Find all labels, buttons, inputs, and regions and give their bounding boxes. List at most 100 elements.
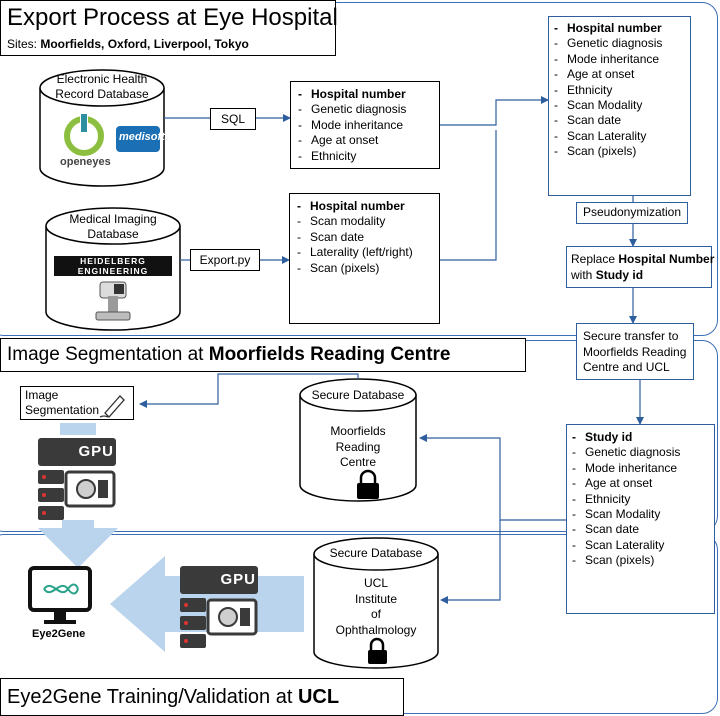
training-title: Eye2Gene Training/Validation at UCL (7, 686, 339, 709)
openeyes-logo-text: openeyes (60, 156, 111, 168)
imaging-db-label-line2: Database (87, 227, 139, 241)
imaging-field: Scan modality (294, 214, 439, 230)
imaging-field: Laterality (left/right) (294, 245, 439, 261)
study-field: Scan Laterality (569, 538, 714, 554)
study-field: Age at onset (569, 476, 714, 492)
merged-field: Mode inheritance (551, 52, 690, 68)
heidelberg-logo-text: HEIDELBERG ENGINEERING (54, 256, 172, 276)
transfer-line2: Moorfields Reading (583, 344, 687, 359)
ehr-fields-box: Hospital number Genetic diagnosis Mode i… (290, 81, 440, 169)
study-field: Scan (pixels) (569, 553, 714, 569)
segmentation-title-bold: Moorfields Reading Centre (208, 344, 451, 365)
image-segmentation-line1: Image (25, 388, 59, 402)
study-fields-box: Study id Genetic diagnosis Mode inherita… (566, 424, 715, 614)
image-segmentation-line2: Segmentation (25, 403, 100, 417)
replace-bold2: Study id (595, 268, 644, 282)
gpu-label-segmentation: GPU (78, 443, 114, 460)
replace-bold1: Hospital Number (618, 252, 715, 266)
sites-value: Moorfields, Oxford, Liverpool, Tokyo (40, 37, 249, 51)
export-title: Export Process at Eye Hospital (7, 4, 338, 31)
sites-label: Sites: (7, 37, 41, 51)
ehr-field: Hospital number (295, 87, 439, 103)
transfer-line3: Centre and UCL (583, 360, 670, 374)
gpu-server-training-icon (180, 566, 258, 648)
imaging-field: Hospital number (294, 199, 439, 215)
gpu-label-training: GPU (220, 571, 256, 588)
export-section-frame (0, 2, 718, 336)
sites-line: Sites: Moorfields, Oxford, Liverpool, To… (7, 37, 249, 51)
merged-field: Scan Modality (551, 98, 690, 114)
openeyes-logo-icon (64, 112, 104, 156)
training-title-box: Eye2Gene Training/Validation at UCL (0, 678, 404, 716)
export-py-label: Export.py (190, 249, 260, 271)
merged-field: Scan (pixels) (551, 144, 690, 160)
heidelberg-logo-line2: ENGINEERING (77, 266, 149, 276)
ehr-field: Genetic diagnosis (295, 102, 439, 118)
mrc-db-line3: Centre (339, 455, 377, 469)
training-title-bold: UCL (297, 686, 340, 708)
merged-field: Age at onset (551, 67, 690, 83)
merged-fields-list: Hospital number Genetic diagnosis Mode i… (551, 21, 690, 160)
merged-field: Genetic diagnosis (551, 36, 690, 52)
lock-icon-ucl (368, 637, 387, 664)
replace-mid: with (571, 268, 596, 282)
imaging-database-cylinder (45, 207, 181, 331)
study-fields-list: Study id Genetic diagnosis Mode inherita… (569, 430, 714, 569)
study-field: Genetic diagnosis (569, 445, 714, 461)
pseudonymization-label: Pseudonymization (576, 202, 688, 224)
imaging-db-label: Medical Imaging Database (63, 212, 163, 242)
imaging-db-label-line1: Medical Imaging (69, 212, 157, 226)
imaging-field: Scan date (294, 230, 439, 246)
gpu-server-segmentation-icon (38, 438, 116, 520)
sql-label: SQL (210, 108, 256, 130)
mrc-database-cylinder (299, 378, 417, 502)
replace-prefix: Replace (571, 252, 619, 266)
study-field: Mode inheritance (569, 461, 714, 477)
ehr-field: Age at onset (295, 133, 439, 149)
imaging-fields-list: Hospital number Scan modality Scan date … (294, 199, 439, 276)
ehr-db-label: Electronic Health Record Database (52, 72, 152, 102)
medisoft-logo-icon (116, 126, 160, 152)
segmentation-title-box: Image Segmentation at Moorfields Reading… (0, 338, 526, 372)
eye2gene-monitor-icon (28, 566, 92, 624)
lock-icon-mrc (357, 469, 379, 499)
heidelberg-logo-line1: HEIDELBERG (80, 256, 146, 266)
mrc-db-label: Moorfields Reading Centre (300, 424, 416, 471)
ucl-db-line1: UCL (363, 576, 388, 590)
ucl-db-line3: of (370, 607, 381, 621)
ucl-db-line2: Institute (354, 591, 398, 606)
ucl-db-line4: Ophthalmology (335, 622, 417, 637)
merged-field: Scan date (551, 113, 690, 129)
merged-field: Scan Laterality (551, 129, 690, 145)
segmentation-title: Image Segmentation at Moorfields Reading… (7, 344, 451, 366)
ucl-database-cylinder (313, 537, 439, 669)
replace-line1: Replace Hospital Number (571, 251, 714, 267)
imaging-field: Scan (pixels) (294, 261, 439, 277)
ucl-db-header: Secure Database (329, 546, 423, 560)
mrc-db-line2: Reading (335, 439, 381, 454)
merged-field: Hospital number (551, 21, 690, 37)
segmentation-title-prefix: Image Segmentation at (7, 344, 209, 365)
oct-device-icon (95, 281, 131, 321)
imaging-fields-box: Hospital number Scan modality Scan date … (289, 193, 440, 324)
mrc-db-line1: Moorfields (330, 424, 386, 438)
ehr-db-label-line2: Record Database (55, 87, 149, 101)
ehr-field: Mode inheritance (295, 118, 439, 134)
ucl-db-label: UCL Institute of Ophthalmology (314, 576, 438, 638)
ehr-field: Ethnicity (295, 149, 439, 165)
merged-fields-box: Hospital number Genetic diagnosis Mode i… (548, 16, 691, 196)
eye2gene-label: Eye2Gene (32, 628, 86, 640)
pen-icon (99, 395, 125, 418)
export-title-box: Export Process at Eye Hospital Sites: Mo… (0, 0, 338, 56)
medisoft-logo-text: medisoft (119, 131, 165, 143)
merged-field: Ethnicity (551, 83, 690, 99)
transfer-line1: Secure transfer to (583, 329, 679, 343)
study-field: Ethnicity (569, 492, 714, 508)
study-field: Scan date (569, 522, 714, 538)
mrc-db-header: Secure Database (311, 388, 405, 402)
study-field: Scan Modality (569, 507, 714, 523)
image-segmentation-box: Image Segmentation (20, 386, 134, 420)
secure-transfer-box: Secure transfer to Moorfields Reading Ce… (576, 323, 694, 380)
ehr-db-label-line1: Electronic Health (56, 72, 148, 86)
replace-id-box: Replace Hospital Number with Study id (566, 246, 714, 288)
